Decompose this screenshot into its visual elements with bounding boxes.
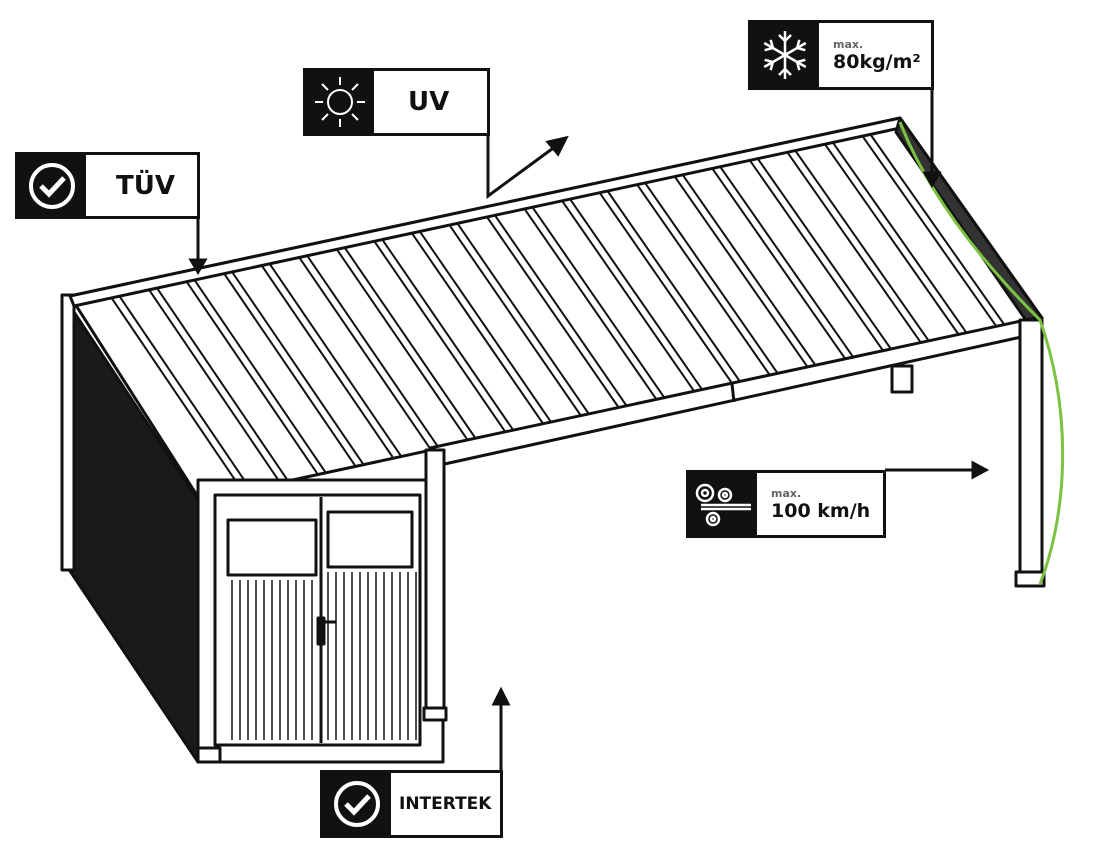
roof-slat-edge — [598, 192, 734, 385]
roof-slat-edge — [193, 279, 327, 473]
roof-slat-edge — [681, 174, 817, 367]
check-circle-icon — [18, 155, 86, 216]
wind-load-label: max. 100 km/h — [686, 470, 886, 538]
shed-front-post — [424, 448, 446, 722]
roof-slat-edge — [794, 150, 930, 342]
check-circle-icon — [323, 773, 391, 835]
tuv-label: TÜV — [15, 152, 200, 219]
roof-slat-edge — [719, 166, 855, 358]
roof-slat-edge — [381, 239, 515, 432]
wind-value: 100 km/h — [771, 499, 871, 522]
roof-slat-edge — [832, 142, 968, 334]
door-handle — [316, 616, 326, 646]
snow-prefix: max. — [833, 37, 864, 51]
roof-slat-edge — [644, 182, 779, 375]
roof-slat-edge — [673, 175, 809, 368]
wind-icon — [689, 473, 757, 535]
roof-slat-edge — [448, 224, 583, 417]
snow-load-label: max. 80kg/m² — [748, 20, 934, 90]
roof-slat-edge — [343, 247, 477, 440]
intertek-label: INTERTEK — [320, 770, 503, 838]
roof-slat-edge — [531, 206, 666, 399]
roof-slat-edge — [636, 184, 771, 376]
uv-label: UV — [303, 68, 490, 136]
roof-slat-edge — [523, 208, 658, 401]
door-window-left — [226, 518, 318, 577]
roof-slat-edge — [118, 295, 251, 489]
roof-slat-edge — [148, 289, 281, 483]
roof-slat-edge — [373, 240, 507, 434]
uv-text: UV — [408, 87, 450, 117]
right-post — [1018, 318, 1044, 586]
intertek-text: INTERTEK — [399, 794, 492, 814]
roof-slat-edge — [223, 273, 356, 466]
door-window-right — [326, 510, 414, 569]
roof-slat-edge — [869, 133, 1006, 326]
roof-slat-edge — [786, 151, 922, 344]
roof-slats — [110, 133, 1006, 491]
snowflake-icon — [751, 23, 819, 87]
roof-slat-edge — [486, 216, 620, 409]
roof-slat-edge — [456, 222, 591, 416]
roof-slat-edge — [748, 159, 884, 352]
roof-slat-edge — [569, 198, 704, 391]
shed-corner-post — [60, 293, 76, 572]
roof-slat-edge — [861, 135, 998, 327]
roof-slat-edge — [824, 143, 960, 335]
roof-slat-edge — [185, 281, 319, 475]
roof-slat-edge — [756, 158, 892, 350]
roof-slat-edge — [298, 256, 432, 450]
roof-slat-edge — [268, 263, 402, 457]
roof-slat-edge — [411, 232, 545, 425]
roof-slat-edge — [335, 248, 469, 442]
sun-icon — [306, 71, 374, 133]
deflection-curve — [898, 121, 1065, 585]
roof-slat-edge — [419, 231, 553, 424]
roof-slat-edge — [561, 200, 696, 393]
snow-value: 80kg/m² — [833, 50, 921, 73]
roof-slat-edge — [260, 264, 394, 458]
middle-bracket — [890, 364, 914, 394]
roof-slat-edge — [306, 255, 440, 448]
wind-prefix: max. — [771, 486, 802, 500]
roof-slat-edge — [110, 297, 243, 491]
roof-slat-edge — [494, 214, 628, 407]
roof-slat-edge — [231, 271, 364, 465]
roof-slat-edge — [711, 167, 847, 360]
tuv-text: TÜV — [116, 170, 175, 201]
roof-slat-edge — [606, 190, 742, 383]
roof-slat-edge — [156, 287, 289, 481]
